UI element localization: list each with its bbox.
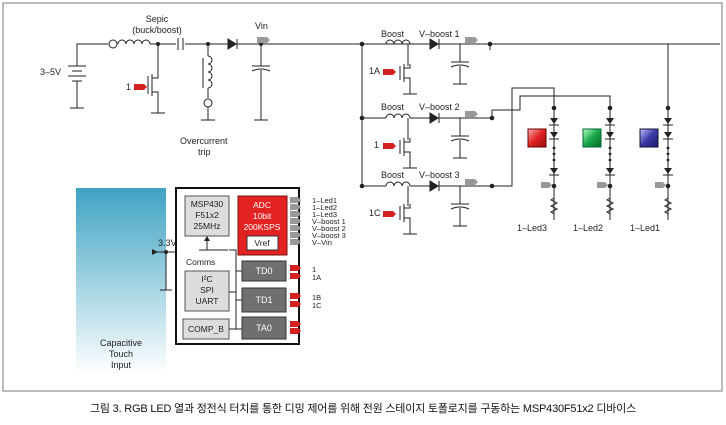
boost-1-gate-arrow xyxy=(383,69,396,75)
touch-label-2: Touch xyxy=(109,349,133,359)
mcu-uart: UART xyxy=(196,296,219,306)
vref-box xyxy=(246,235,279,251)
msp430-block: MSP430 F51x2 25MHz Comms I²C SPI UART CO… xyxy=(175,187,300,345)
vboost-1-label: V–boost 1 xyxy=(419,29,460,39)
led-string-2: 1–Led2 xyxy=(573,104,615,233)
input-stage xyxy=(68,38,720,121)
supply-33-label: 3.3V xyxy=(158,238,177,248)
green-led-icon xyxy=(582,128,602,148)
td1-pin-2: 1C xyxy=(312,301,322,310)
vboost-2-label: V–boost 2 xyxy=(419,102,460,112)
adc-pin-1: 1–Led1 xyxy=(312,196,337,205)
ta0-box xyxy=(241,316,287,340)
supply-voltage-label: 3–5V xyxy=(40,67,61,77)
mcu-name-1: MSP430 xyxy=(191,199,224,209)
touch-label-3: Input xyxy=(111,360,132,370)
boost-3-label: Boost xyxy=(381,170,405,180)
mcu-i2c: I²C xyxy=(201,274,212,284)
adc-pin-4: V–boost 1 xyxy=(312,217,346,226)
adc-label-2: 10bit xyxy=(253,211,272,221)
led3-sense-arrow xyxy=(541,182,552,188)
overcurrent-trip-label: trip xyxy=(198,147,211,157)
boost-2-gate-label: 1 xyxy=(374,140,379,150)
mcu-comms-label: Comms xyxy=(186,257,215,267)
td0-pin-2: 1A xyxy=(312,273,321,282)
vin-label: Vin xyxy=(255,21,268,31)
sepic-gate-label: 1 xyxy=(126,82,131,92)
mcu-comp-label: COMP_B xyxy=(188,324,224,334)
td1-pin-1: 1B xyxy=(312,293,321,302)
sepic-sublabel: (buck/boost) xyxy=(132,25,182,35)
adc-pin-7: V–Vin xyxy=(312,238,332,247)
td1-box xyxy=(241,287,287,313)
vboost-1-sense-arrow xyxy=(465,37,478,43)
sepic-label: Sepic xyxy=(146,14,169,24)
timer-pin-arrows xyxy=(290,265,301,334)
adc-pin-labels: 1–Led1 1–Led2 1–Led3 V–boost 1 V–boost 2… xyxy=(312,196,346,247)
vboost-2-sense-arrow xyxy=(465,111,478,117)
boost-output-dots xyxy=(487,41,495,189)
boost-1-label: Boost xyxy=(381,29,405,39)
boost-2-gate-arrow xyxy=(383,143,396,149)
mcu-name-2: F51x2 xyxy=(195,210,219,220)
td1-label: TD1 xyxy=(255,295,272,305)
led-string-3: 1–Led3 xyxy=(517,104,559,233)
sepic-gate-arrow xyxy=(134,84,147,90)
overcurrent-label: Overcurrent xyxy=(180,136,228,146)
boost-1-gate-label: 1A xyxy=(369,66,380,76)
rail-junctions xyxy=(156,41,365,47)
mcu-spi: SPI xyxy=(200,285,214,295)
boost-stage-2: Boost V–boost 2 1 xyxy=(359,102,492,169)
adc-pin-5: V–boost 2 xyxy=(312,224,346,233)
vboost-3-label: V–boost 3 xyxy=(419,170,460,180)
led-string-2-label: 1–Led2 xyxy=(573,223,603,233)
led-string-3-label: 1–Led3 xyxy=(517,223,547,233)
touch-label-1: Capacitive xyxy=(100,338,142,348)
led-string-1: 1–Led1 xyxy=(630,104,673,233)
boost-stage-3: Boost V–boost 3 1C xyxy=(359,170,492,235)
td0-label: TD0 xyxy=(255,266,272,276)
adc-pin-2: 1–Led2 xyxy=(312,203,337,212)
led-string-1-label: 1–Led1 xyxy=(630,223,660,233)
boost-2-label: Boost xyxy=(381,102,405,112)
mcu-name-box xyxy=(184,195,230,237)
adc-label-3: 200KSPS xyxy=(244,222,281,232)
figure-border xyxy=(2,2,723,392)
adc-pin-6: V–boost 3 xyxy=(312,231,346,240)
adc-label-1: ADC xyxy=(253,200,271,210)
adc-pin-3: 1–Led3 xyxy=(312,210,337,219)
led2-sense-arrow xyxy=(597,182,608,188)
vin-sense-arrow xyxy=(257,37,270,43)
capacitive-touch-pad xyxy=(76,188,166,374)
vref-label: Vref xyxy=(254,238,270,248)
ta0-label: TA0 xyxy=(256,323,272,333)
td0-pin-1: 1 xyxy=(312,265,316,274)
mcu-name-3: 25MHz xyxy=(194,221,221,231)
red-led-icon xyxy=(527,128,547,148)
boost-3-gate-arrow xyxy=(383,211,396,217)
blue-led-icon xyxy=(639,128,659,148)
figure-caption: 그림 3. RGB LED 열과 정전식 터치를 통한 디밍 제어를 위해 전원… xyxy=(89,403,637,415)
mcu-serial-box xyxy=(184,270,230,312)
led1-sense-arrow xyxy=(655,182,666,188)
adc-pin-arrows xyxy=(290,197,301,245)
boost-stage-1: Boost V–boost 1 1A xyxy=(369,29,478,95)
vboost-3-sense-arrow xyxy=(465,179,478,185)
boost-3-gate-label: 1C xyxy=(369,208,381,218)
supply-33-arrow xyxy=(152,249,158,255)
